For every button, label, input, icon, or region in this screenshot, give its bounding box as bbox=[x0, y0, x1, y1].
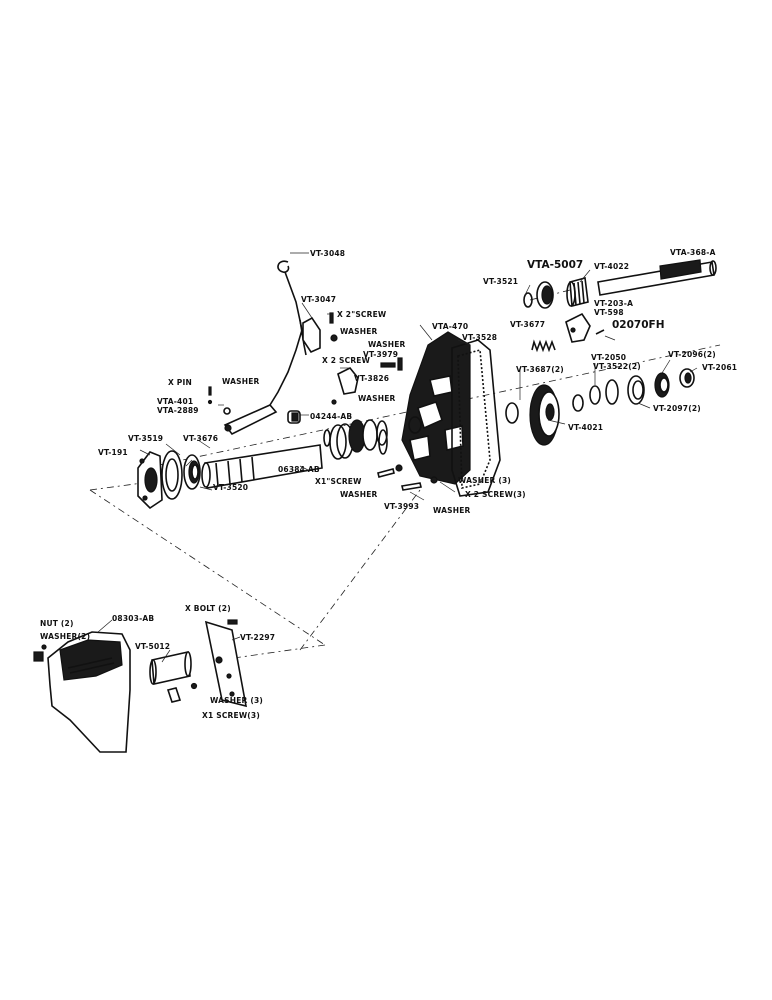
label-washer-c: WASHER bbox=[358, 394, 396, 403]
label-pin: X PIN bbox=[168, 378, 192, 387]
label-vta368a: VTA-368-A bbox=[670, 248, 716, 257]
spacer-04244ab bbox=[287, 410, 301, 424]
label-vt4022: VT-4022 bbox=[594, 262, 629, 271]
label-vt3520: VT-3520 bbox=[213, 483, 248, 492]
label-vt3979: VT-3979 bbox=[363, 350, 398, 359]
label-vt3048: VT-3048 bbox=[310, 249, 345, 258]
label-washer-b: WASHER bbox=[368, 340, 406, 349]
label-vta5007: VTA-5007 bbox=[527, 259, 583, 271]
label-vt2097: VT-2097(2) bbox=[653, 404, 701, 413]
ring-vt3522 bbox=[605, 379, 619, 405]
label-vt2050: VT-2050 bbox=[591, 353, 626, 362]
shift-lever bbox=[207, 386, 278, 436]
label-washer-2: WASHER(2) bbox=[40, 632, 90, 641]
label-vt3687: VT-3687(2) bbox=[516, 365, 564, 374]
housing-fasteners bbox=[377, 464, 438, 491]
label-vt3522: VT-3522(2) bbox=[593, 362, 641, 371]
label-vta401: VTA-401 bbox=[157, 397, 193, 406]
fork-vt203a bbox=[565, 312, 605, 343]
shift-rod bbox=[269, 260, 307, 406]
label-vt191: VT-191 bbox=[98, 448, 128, 457]
cup-vt2097 bbox=[627, 375, 645, 405]
label-washer-3: WASHER (3) bbox=[458, 476, 511, 485]
label-vt3826: VT-3826 bbox=[354, 374, 389, 383]
seal-vt3521 bbox=[523, 292, 533, 308]
label-x1-screw: X1"SCREW bbox=[315, 477, 362, 486]
label-02070fh: 02070FH bbox=[612, 319, 665, 331]
guard-08303ab bbox=[33, 631, 131, 753]
sprocket-vt4021 bbox=[529, 384, 560, 446]
snap-ring-vt2050 bbox=[589, 385, 601, 405]
leader-lines bbox=[97, 252, 698, 663]
label-x2-screw: X 2"SCREW bbox=[337, 310, 387, 319]
bearing-06384ab bbox=[329, 419, 388, 460]
bracket-vt2297 bbox=[204, 620, 248, 708]
nut-vt2061 bbox=[679, 368, 695, 388]
label-04244ab: 04244-AB bbox=[310, 412, 352, 421]
bearing-vta5007 bbox=[536, 281, 554, 309]
label-washer-a: WASHER bbox=[340, 327, 378, 336]
label-washer-d: WASHER bbox=[222, 377, 260, 386]
label-vt3677: VT-3677 bbox=[510, 320, 545, 329]
lower-fasteners bbox=[166, 619, 238, 703]
shaft-vt5012 bbox=[149, 651, 192, 685]
gasket-vt3519 bbox=[161, 450, 183, 500]
spring-vt3677 bbox=[531, 339, 556, 353]
bearing-vt3520 bbox=[183, 454, 201, 490]
label-vta470: VTA-470 bbox=[432, 322, 468, 331]
part-labels: VT-3048 VT-3047 X 2"SCREW WASHER X 2 SCR… bbox=[40, 248, 737, 720]
label-vt3521: VT-3521 bbox=[483, 277, 518, 286]
label-washer-e: WASHER bbox=[340, 490, 378, 499]
gasket-vt3528 bbox=[451, 339, 501, 497]
label-x1-screw-3: X1 SCREW(3) bbox=[202, 711, 260, 720]
label-bolt-2: X BOLT (2) bbox=[185, 604, 231, 613]
bracket-vt3826 bbox=[331, 357, 403, 405]
cover-vt191 bbox=[137, 451, 163, 510]
label-vt3519: VT-3519 bbox=[128, 434, 163, 443]
label-vta2889: VTA-2889 bbox=[157, 406, 199, 415]
bushing-vt3687 bbox=[505, 394, 584, 424]
label-vt203a: VT-203-A bbox=[594, 299, 633, 308]
label-vt598: VT-598 bbox=[594, 308, 624, 317]
label-washer-f: WASHER bbox=[433, 506, 471, 515]
label-nut-2: NUT (2) bbox=[40, 619, 74, 628]
label-vt2297: VT-2297 bbox=[240, 633, 275, 642]
housing-vta470 bbox=[401, 331, 471, 485]
bracket-vt3047 bbox=[302, 312, 338, 354]
label-vt3993: VT-3993 bbox=[384, 502, 419, 511]
shaft-vta368a bbox=[597, 259, 717, 296]
label-vt2096: VT-2096(2) bbox=[668, 350, 716, 359]
label-vt3528: VT-3528 bbox=[462, 333, 497, 342]
label-vt4021: VT-4021 bbox=[568, 423, 603, 432]
label-vt5012: VT-5012 bbox=[135, 642, 170, 651]
label-washer-3b: WASHER (3) bbox=[210, 696, 263, 705]
label-08303ab: 08303-AB bbox=[112, 614, 154, 623]
cone-vt2096 bbox=[654, 372, 670, 398]
label-vt2061: VT-2061 bbox=[702, 363, 737, 372]
snap-rings bbox=[323, 429, 388, 455]
label-vt3676: VT-3676 bbox=[183, 434, 218, 443]
main-shaft bbox=[201, 444, 323, 489]
label-x2-screw-3: X 2 SCREW(3) bbox=[465, 490, 526, 499]
label-06384ab: 06384 AB bbox=[278, 465, 320, 474]
label-vt3047: VT-3047 bbox=[301, 295, 336, 304]
label-x2-screw-b: X 2 SCREW bbox=[322, 356, 371, 365]
gear-vt4022 bbox=[566, 276, 589, 308]
